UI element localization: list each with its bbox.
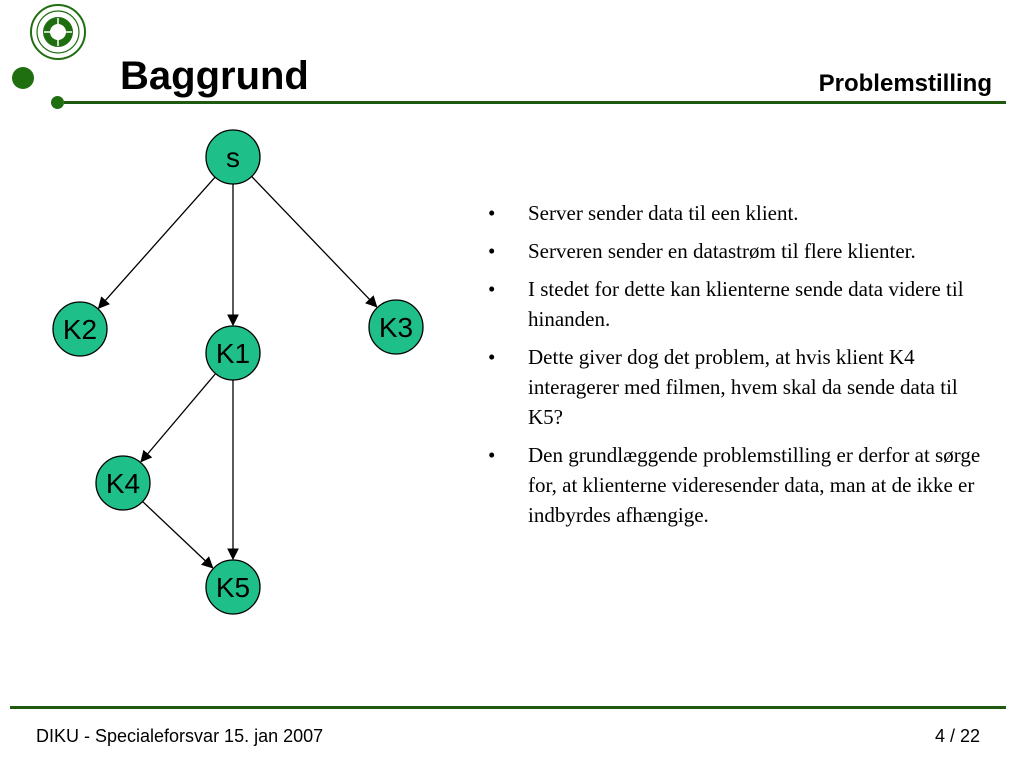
bullet-item: • Serveren sender en datastrøm til flere … [488,236,988,266]
node-label: K3 [379,312,413,343]
bullet-list: • Server sender data til een klient. • Serv… [488,198,988,538]
section-title: Problemstilling [818,70,992,97]
node-K4: K4 [95,455,151,511]
decor-dot-large [12,67,34,89]
decor-dot-small [51,96,64,109]
bullet-item: • Den grundlæggende problemstilling er de… [488,440,988,530]
node-K1: K1 [205,325,261,381]
edge-s-K3 [251,176,378,308]
bullet-item: • I stedet for dette kan klienterne sende… [488,274,988,334]
node-K3: K3 [368,299,424,355]
edge-s-K2 [97,176,216,309]
bullet-item: • Dette giver dog det problem, at hvis kl… [488,342,988,432]
edge-K4-K5 [142,501,214,569]
header-divider [64,101,1006,104]
node-circle [368,299,424,355]
bullet-text: I stedet for dette kan klienterne sende … [528,277,964,331]
bullet-symbol: • [488,443,496,467]
node-s: s [205,129,261,185]
node-circle [205,325,261,381]
node-K5: K5 [205,559,261,615]
node-circle [205,559,261,615]
node-circle [52,301,108,357]
bullet-text: Den grundlæggende problemstilling er der… [528,443,981,527]
bullet-text: Dette giver dog det problem, at hvis kli… [528,345,958,429]
bullet-symbol: • [488,345,496,369]
footer-text: DIKU - Specialeforsvar 15. jan 2007 [36,726,324,746]
bullet-text: Serveren sender en datastrøm til flere k… [528,239,916,263]
node-label: K2 [63,314,97,345]
node-label: s [226,142,240,173]
node-label: K5 [216,572,250,603]
bullet-symbol: • [488,277,496,301]
bullet-item: • Server sender data til een klient. [488,198,988,228]
bullet-symbol: • [488,239,496,263]
edge-K1-K4 [140,373,217,463]
university-seal-icon [30,4,86,60]
page-number: 4 / 22 [934,726,980,746]
node-label: K1 [216,338,250,369]
node-label: K4 [106,468,140,499]
node-circle [95,455,151,511]
bullet-text: Server sender data til een klient. [528,201,799,225]
slide-title: Baggrund [120,54,309,98]
node-circle [205,129,261,185]
footer-divider [10,706,1006,709]
node-K2: K2 [52,301,108,357]
bullet-symbol: • [488,201,496,225]
